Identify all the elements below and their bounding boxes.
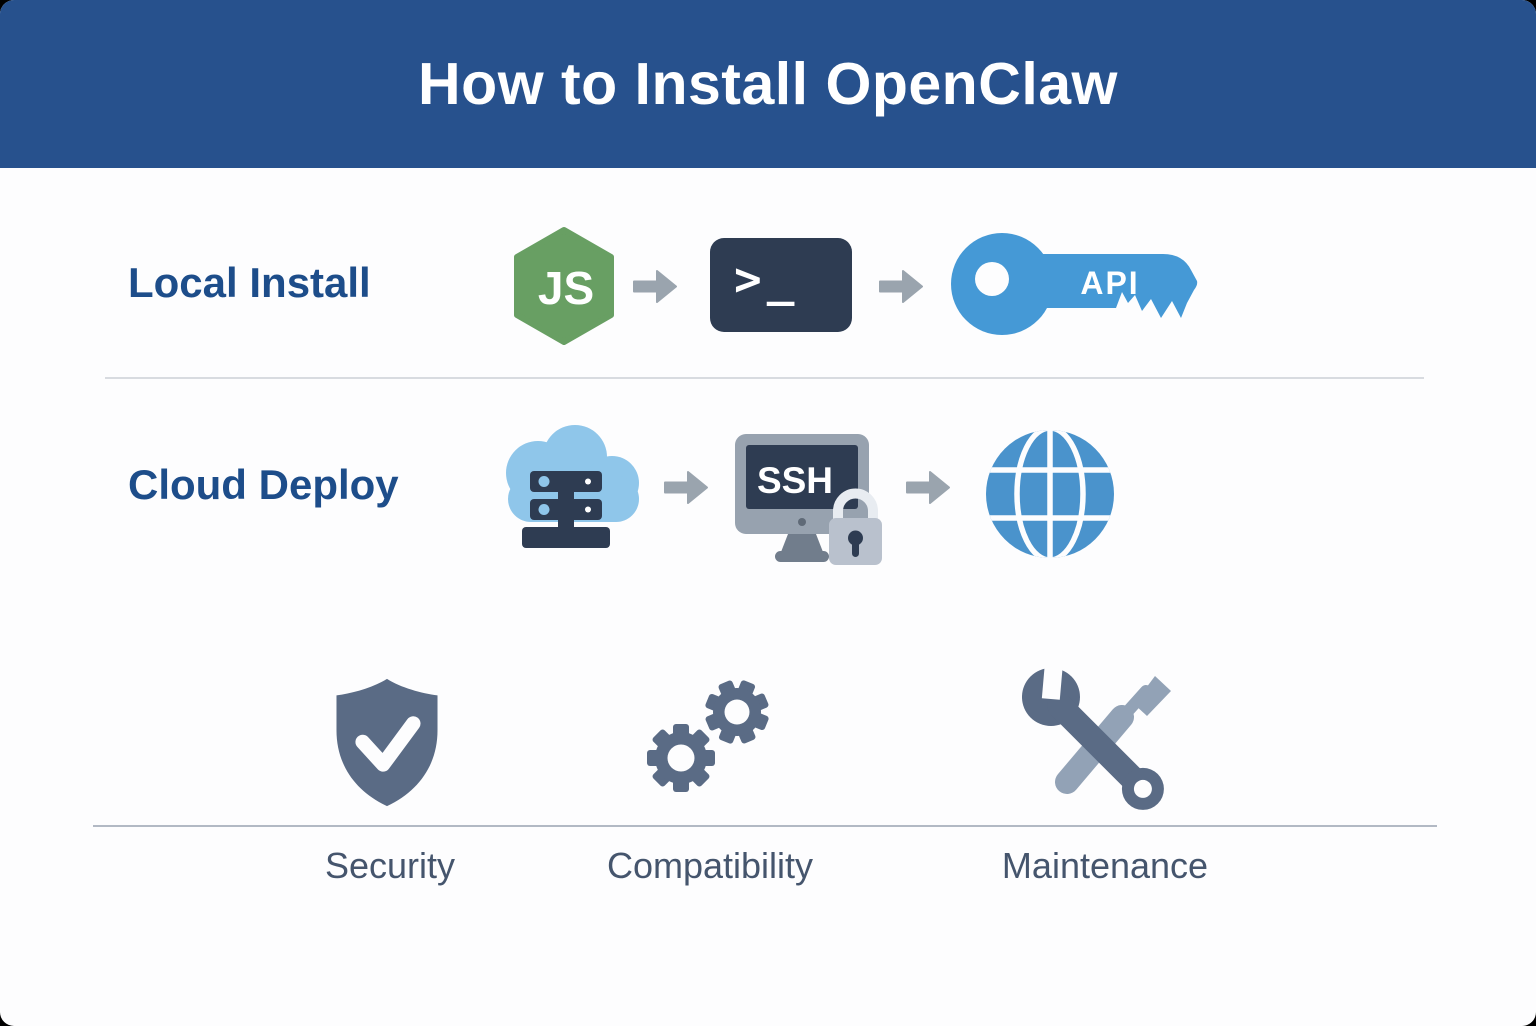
feature-label-compatibility: Compatibility [606,845,814,886]
js-badge-text: JS [538,262,594,314]
gears-icon [647,680,769,792]
nodejs-js-badge-icon: JS [514,227,614,345]
api-key-icon: API [951,233,1198,335]
wrench [1022,664,1164,810]
page-title: How to Install OpenClaw [418,51,1118,117]
api-key-text: API [1080,265,1139,301]
arrow-right-icon [633,270,677,303]
wrench-screwdriver-icon [1022,664,1171,810]
title-banner: How to Install OpenClaw [0,0,1536,168]
arrow-right-icon [664,471,708,504]
feature-label-security: Security [324,845,456,886]
features-divider [93,825,1437,827]
arrow-right-icon [879,270,923,303]
ssh-monitor-lock-icon: SSH [735,434,882,565]
feature-label-maintenance: Maintenance [1001,845,1209,886]
row-label-local-install: Local Install [128,259,371,306]
ssh-screen-text: SSH [757,460,833,501]
globe-icon [986,430,1114,558]
shield-check-icon [336,678,438,807]
row-divider [105,377,1424,379]
terminal-prompt-text: >_ [734,252,800,306]
row-label-cloud-deploy: Cloud Deploy [128,461,399,508]
cloud-server-icon [506,425,639,548]
arrow-right-icon [906,471,950,504]
lock-shackle [833,488,878,520]
terminal-icon: >_ [710,238,852,332]
